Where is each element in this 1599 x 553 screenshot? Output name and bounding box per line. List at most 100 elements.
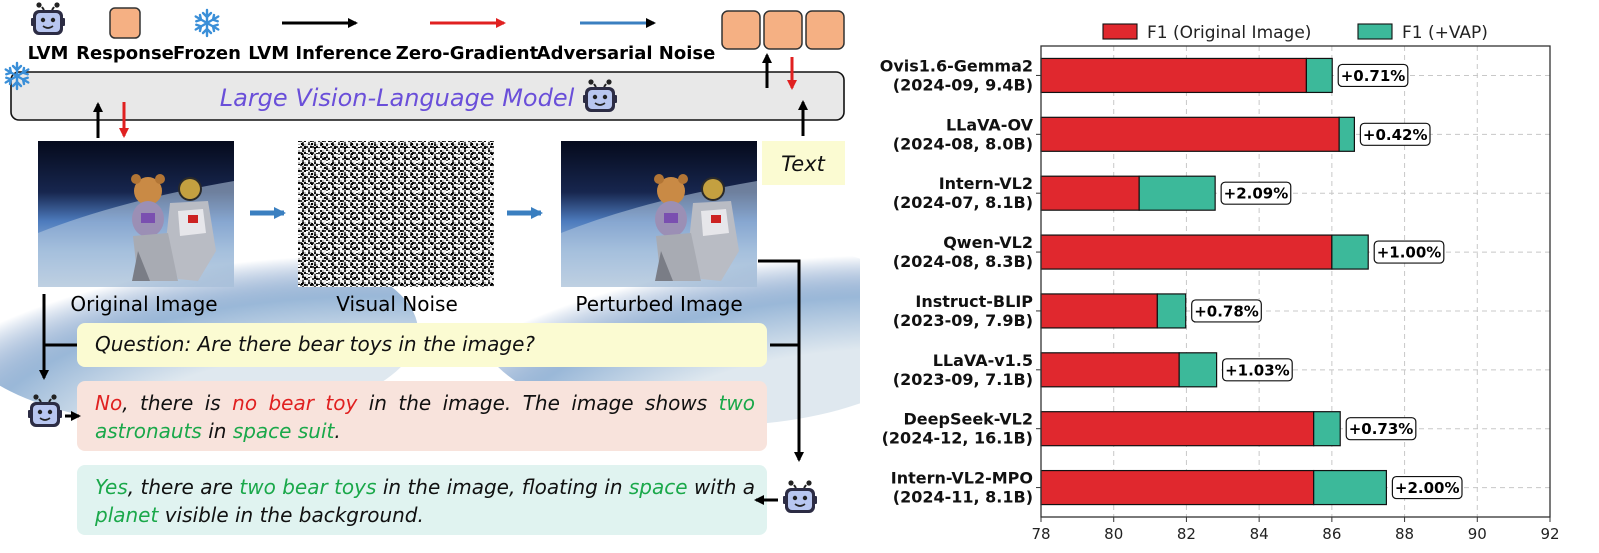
answer-yes-word: Yes (95, 475, 128, 499)
gain-annotation-box (1220, 181, 1292, 205)
response-swatch (109, 7, 141, 39)
response-tokens (721, 10, 845, 50)
y-tick-label: (2023-09, 7.1B) (893, 370, 1033, 389)
lvm-perturbed-robot-icon (782, 479, 818, 514)
plot-frame (1040, 45, 1551, 518)
caption-original: Original Image (70, 292, 217, 316)
answer-no-segment: in (201, 419, 233, 443)
bar-vap (1331, 234, 1369, 270)
gain-annotation-box (1391, 475, 1463, 500)
answer-yes-segment: with a (687, 475, 756, 499)
bar-original (1040, 234, 1333, 270)
answer-no-segment: in the image. The image shows (357, 391, 719, 415)
y-tick-label: Intern-VL2 (939, 174, 1033, 193)
x-tick-label: 80 (1104, 525, 1123, 543)
bar-vap (1138, 175, 1216, 211)
gain-annotation: +0.71% (1341, 67, 1406, 85)
bar-vap (1338, 116, 1355, 152)
legend-zero-gradient: Zero-Gradient (396, 18, 539, 64)
bar-original (1040, 57, 1308, 94)
bar-vap (1305, 57, 1333, 94)
legend-adversarial-label: Adversarial Noise (537, 43, 716, 64)
answer-yes-segment: in the image, floating in (376, 475, 629, 499)
text-input-label: Text (781, 152, 826, 176)
bar-vap (1313, 411, 1341, 447)
legend-label: F1 (Original Image) (1147, 23, 1311, 43)
bar-original (1040, 469, 1315, 506)
bar-original (1040, 411, 1315, 447)
y-tick-label: (2024-12, 16.1B) (882, 429, 1033, 448)
y-tick-label: (2024-11, 8.1B) (893, 488, 1033, 507)
answer-yes-text: Yes, there are two bear toys in the imag… (95, 473, 755, 529)
legend-zero-gradient-label: Zero-Gradient (396, 43, 539, 64)
gain-annotation: +2.09% (1224, 185, 1289, 203)
legend-swatch (1102, 23, 1138, 40)
model-title: Large Vision-Language Model (220, 84, 575, 112)
chart-grid (1040, 46, 1551, 517)
model-bar (10, 71, 845, 121)
gain-annotation: +0.78% (1194, 302, 1259, 320)
legend-response-label: Response (76, 43, 174, 64)
question-box (77, 323, 767, 367)
y-tick-label: LLaVA-v1.5 (933, 351, 1033, 370)
answer-no-text: No, there is no bear toy in the image. T… (95, 389, 755, 445)
x-tick-label: 84 (1250, 525, 1269, 543)
legend-inference: LVM Inference (248, 18, 392, 64)
answer-no-segment: . (334, 419, 341, 443)
bar-vap (1313, 469, 1387, 506)
gain-annotation: +0.42% (1363, 126, 1428, 144)
gain-annotation: +1.03% (1225, 361, 1290, 379)
y-tick-label: (2024-08, 8.3B) (893, 252, 1033, 271)
bar-original (1040, 175, 1140, 211)
answer-yes-box (77, 465, 767, 535)
bar-vap (1156, 293, 1187, 329)
y-tick-label: LLaVA-OV (946, 115, 1034, 134)
legend-frozen-label: Frozen (173, 43, 241, 64)
chart-bars: +0.71% +0.42% +2.09% +1.00% +0.78% +1.03% +0.7… (1040, 57, 1463, 506)
pipeline-diagram: LVM Response Frozen LVM Inference Zero-G… (0, 1, 860, 535)
answer-no-highlight: two astronauts (95, 391, 755, 443)
x-tick-label: 88 (1395, 525, 1414, 543)
gain-annotation: +1.00% (1377, 244, 1442, 262)
answer-yes-segment: visible in the background. (158, 503, 424, 527)
legend-response: Response (76, 7, 174, 64)
question-text: Question: Are there bear toys in the ima… (95, 332, 536, 356)
legend-swatch (1357, 23, 1393, 40)
caption-perturbed: Perturbed Image (575, 292, 742, 316)
y-tick-label: (2024-07, 8.1B) (893, 193, 1033, 212)
f1-bar-chart: +0.71% +0.42% +2.09% +1.00% +0.78% +1.03% +0.7… (880, 23, 1560, 543)
text-input-box (762, 141, 845, 185)
x-tick-label: 86 (1322, 525, 1341, 543)
gain-annotation: +0.73% (1349, 420, 1414, 438)
chart-axis: Ovis1.6-Gemma2(2024-09, 9.4B)LLaVA-OV(20… (880, 45, 1560, 543)
gain-annotation: +2.00% (1395, 479, 1460, 497)
x-tick-label: 90 (1468, 525, 1487, 543)
gain-annotation-box (1359, 122, 1431, 146)
gain-annotation-box (1191, 299, 1262, 323)
gain-annotation-box (1337, 63, 1409, 88)
gain-annotation-box (1345, 417, 1417, 441)
y-tick-label: Qwen-VL2 (943, 233, 1033, 252)
legend-lvm-label: LVM (28, 43, 69, 64)
gain-annotation-box (1222, 358, 1293, 382)
bar-original (1040, 116, 1340, 152)
y-tick-label: (2024-09, 9.4B) (893, 75, 1033, 94)
robot-icon (30, 1, 66, 36)
bar-vap (1178, 352, 1218, 388)
chart-legend: F1 (Original Image) F1 (+VAP) (1102, 23, 1488, 43)
x-tick-label: 92 (1540, 525, 1559, 543)
answer-yes-highlight: space (628, 475, 688, 499)
x-tick-label: 82 (1177, 525, 1196, 543)
legend-lvm: LVM (28, 1, 69, 64)
legend-label: F1 (+VAP) (1402, 23, 1488, 43)
legend-adversarial: Adversarial Noise (537, 18, 716, 64)
answer-no-segment: , there is (122, 391, 233, 415)
y-tick-label: Instruct-BLIP (915, 292, 1033, 311)
response-token (763, 10, 803, 50)
legend-frozen: Frozen (173, 8, 241, 64)
bar-original (1040, 352, 1180, 388)
y-tick-label: DeepSeek-VL2 (904, 410, 1034, 429)
answer-yes-highlight: planet (95, 503, 159, 527)
answer-no-highlight: space suit (232, 419, 335, 443)
